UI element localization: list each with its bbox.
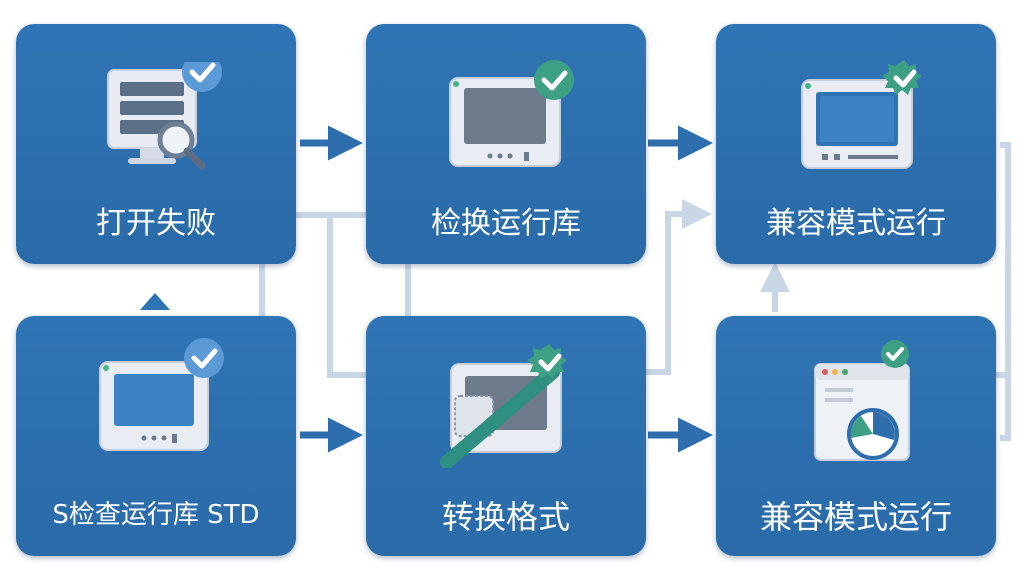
browser-compat-icon xyxy=(814,340,910,461)
pointer-triangle xyxy=(140,293,170,310)
monitor-convert-icon xyxy=(440,344,567,468)
monitor-icon xyxy=(801,60,922,169)
node-label: 打开失败 xyxy=(96,206,216,241)
node-label: 检换运行库 xyxy=(431,206,581,241)
node-check-swap-runtime: 检换运行库 xyxy=(366,24,646,264)
node-label: 兼容模式运行 xyxy=(759,498,952,536)
node-label: S检查运行库 STD xyxy=(52,500,260,530)
monitor-icon xyxy=(449,60,574,167)
node-compat-mode-bottom: 兼容模式运行 xyxy=(716,316,996,556)
node-convert-format: 转换格式 xyxy=(366,316,646,556)
connector-right-return xyxy=(1000,142,1011,441)
node-check-runtime-std: S检查运行库 STD xyxy=(16,316,296,556)
node-compat-mode-top: 兼容模式运行 xyxy=(716,24,996,264)
node-label: 兼容模式运行 xyxy=(766,206,946,241)
node-open-failed: 打开失败 xyxy=(16,24,296,264)
node-label: 转换格式 xyxy=(441,498,570,536)
monitor-search-icon xyxy=(107,62,222,170)
monitor-icon xyxy=(99,338,224,451)
